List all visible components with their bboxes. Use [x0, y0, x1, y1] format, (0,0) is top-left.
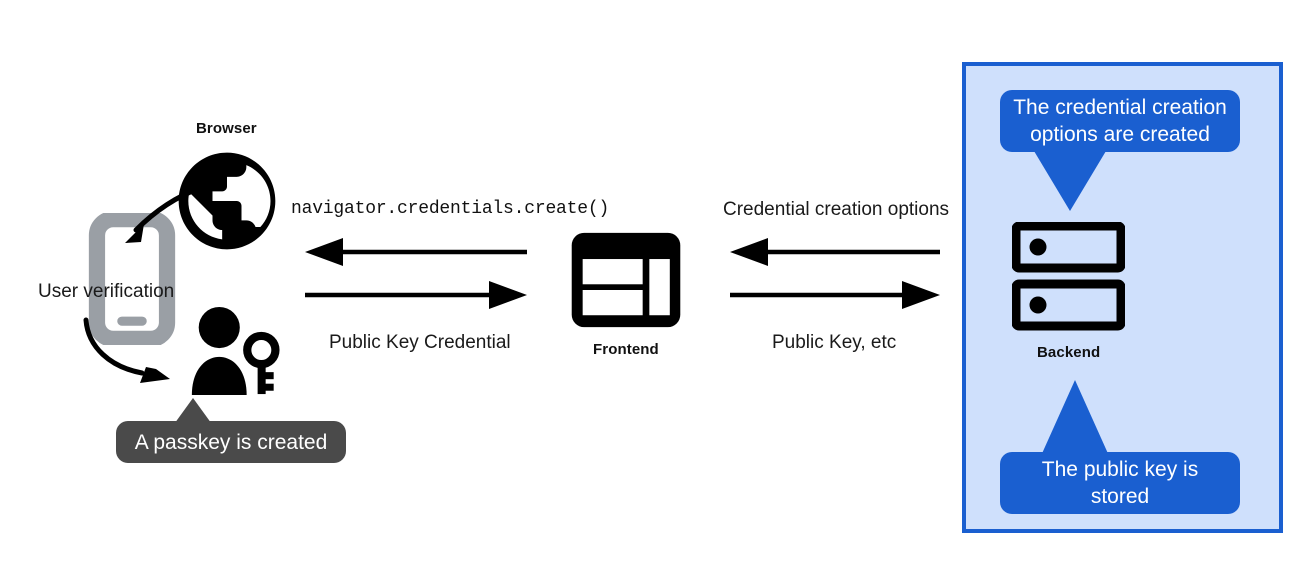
server-stack-icon [1011, 221, 1126, 332]
globe-icon [169, 143, 285, 259]
web-layout-icon [567, 230, 685, 330]
user-verification-label: User verification [38, 281, 175, 302]
frontend-backend-outgoing-arrow [730, 281, 940, 309]
credential-options-callout-line2: options are created [1030, 123, 1210, 146]
browser-frontend-incoming-arrow [305, 238, 527, 266]
frontend-label: Frontend [593, 341, 659, 358]
public-key-stored-callout-pointer [1040, 380, 1110, 458]
credential-options-callout: The credential creation options are crea… [1000, 90, 1240, 152]
browser-to-phone-arrow [122, 185, 203, 246]
browser-frontend-outgoing-arrow [305, 281, 527, 309]
backend-label: Backend [1037, 344, 1101, 361]
browser-label: Browser [196, 120, 257, 137]
credential-options-callout-pointer [1034, 151, 1106, 211]
public-key-stored-callout-line1: The public key is [1041, 458, 1199, 481]
navigator-credentials-create-label: navigator.credentials.create() [291, 199, 610, 219]
credential-options-callout-line1: The credential creation [1013, 96, 1227, 119]
credential-creation-options-label: Credential creation options [723, 199, 950, 220]
passkey-callout-pointer [172, 398, 214, 427]
passkey-created-callout: A passkey is created [116, 421, 346, 463]
frontend-backend-incoming-arrow [730, 238, 940, 266]
public-key-stored-callout-line2: stored [1090, 485, 1150, 508]
public-key-etc-label: Public Key, etc [772, 332, 897, 353]
public-key-stored-callout: The public key is stored [1000, 452, 1240, 514]
mobile-phone-icon [88, 210, 176, 348]
user-with-key-icon [182, 305, 280, 397]
phone-to-passkey-arrow [83, 317, 170, 383]
public-key-credential-label: Public Key Credential [329, 332, 511, 353]
